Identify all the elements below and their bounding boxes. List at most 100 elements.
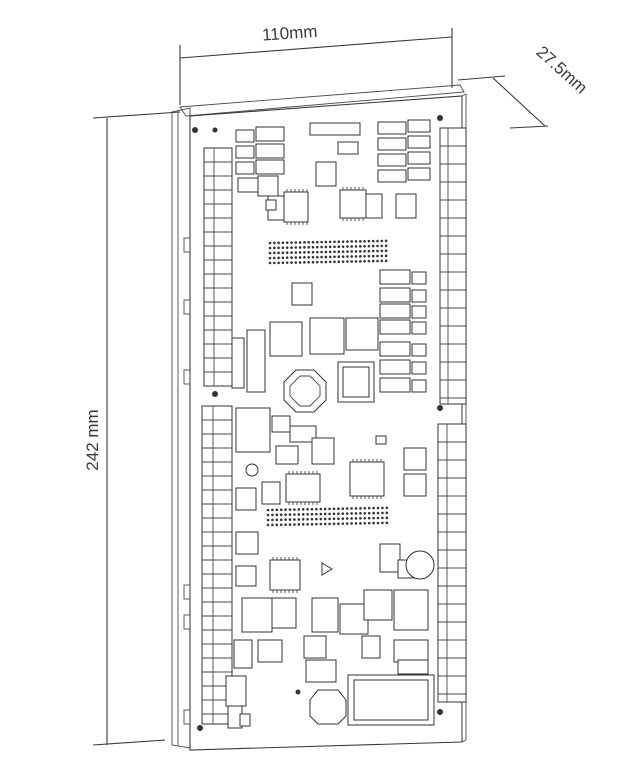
pin [310,517,314,521]
pin [385,521,389,525]
pin [297,523,301,526]
pin [328,255,332,259]
pin [367,521,371,525]
pin [284,513,287,516]
pin [288,523,292,526]
pin [376,506,380,510]
pin [290,261,293,264]
pin [271,513,274,517]
pin [310,512,314,516]
pin [281,241,285,245]
pin [385,506,389,510]
pin [293,523,296,526]
pin [316,240,319,244]
pin [346,255,349,258]
pin [301,508,305,511]
pin [320,245,323,249]
pin [363,259,366,263]
width-dimension: 110mm [179,22,453,105]
pin [266,508,270,512]
pin [275,513,279,517]
pin [341,240,345,243]
pin [371,259,375,263]
pin [266,513,270,517]
label-area [309,122,361,136]
pin [311,245,315,249]
pin [319,512,323,516]
pin [311,260,315,264]
pin [381,516,384,520]
pin [277,241,280,245]
component [339,189,367,219]
pin [328,240,332,244]
hexagon-component [309,689,347,725]
pin [332,517,336,521]
pin [359,250,362,253]
component [311,597,339,633]
pin [381,521,384,525]
component [255,126,285,142]
pin [281,246,285,250]
component [235,145,255,159]
pin [307,240,311,244]
pin [363,516,367,520]
pin [372,516,375,520]
pin [303,261,306,264]
pin [284,523,287,526]
processor-chip [337,361,375,403]
pin [350,512,353,515]
pin [350,507,353,510]
pin [367,516,371,520]
pin [337,260,341,264]
pin [333,260,336,264]
pin [332,522,336,526]
pin [266,523,270,527]
component [283,191,309,223]
component [271,597,297,629]
pin [324,250,328,254]
pin [341,250,345,253]
pin [324,260,328,264]
width-label: 110mm [261,22,318,45]
component [363,589,393,621]
pin [371,249,375,253]
pin [273,246,276,250]
pin [288,508,292,511]
pin [306,522,309,526]
pin [298,256,302,259]
pin [290,256,293,259]
pin [341,522,345,525]
component [375,435,387,445]
pin [354,260,358,263]
pin [293,513,296,516]
component [271,415,291,433]
component [235,161,255,175]
pin [273,256,276,260]
component [407,135,431,149]
pin [372,511,375,515]
pin [328,260,332,264]
octagon-component [283,369,327,413]
component [261,481,281,505]
component [379,377,411,393]
pin [323,512,327,516]
pin [384,259,388,263]
pin [367,506,371,510]
pin [315,522,318,526]
pin [294,246,298,249]
pin [363,249,366,253]
pin [275,523,279,527]
pin [337,245,341,249]
component [395,193,417,219]
power-block [347,674,435,726]
pin [284,508,287,511]
component [235,531,259,555]
pin [350,250,354,253]
pin [359,517,362,520]
component [407,151,431,165]
pin [301,518,305,521]
component [305,659,337,683]
pin [367,259,371,263]
pin [333,250,336,254]
pin [384,249,388,253]
